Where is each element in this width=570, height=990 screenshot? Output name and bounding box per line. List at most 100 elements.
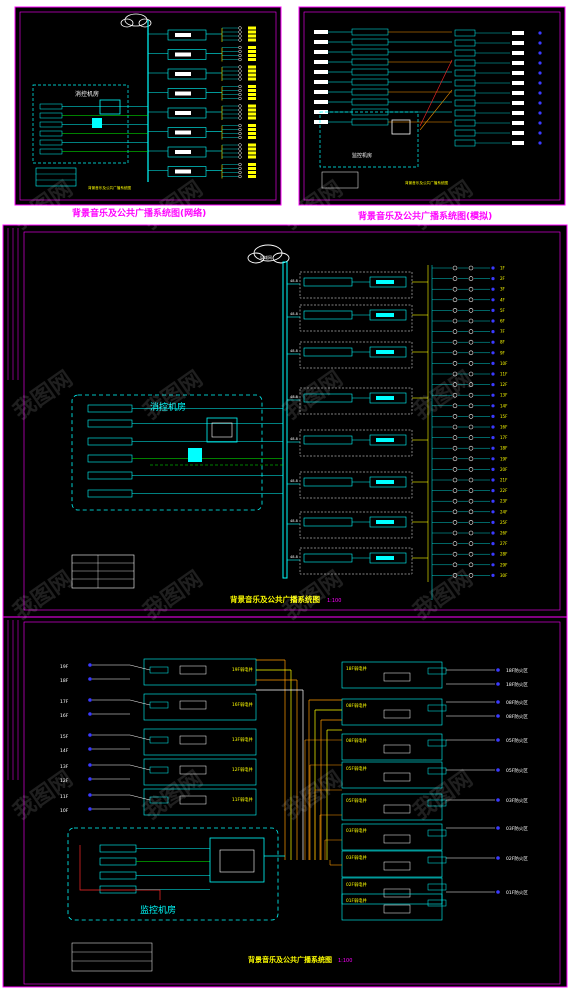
- amplifier-box: [167, 127, 207, 138]
- speaker-icon: [452, 530, 458, 536]
- speaker-icon: [238, 96, 242, 101]
- speaker-icon: [452, 477, 458, 483]
- zone-label-block: [512, 71, 524, 75]
- zone-label-block: [248, 136, 256, 139]
- zone-label-block: [248, 58, 256, 61]
- zone-label-block: [248, 26, 256, 30]
- zone-label-block: [512, 41, 524, 45]
- speaker-icon: [468, 456, 474, 462]
- speaker-node-icon: [496, 890, 500, 894]
- zone-label: 30F: [500, 573, 508, 578]
- source-device: [314, 30, 328, 34]
- speaker-icon: [452, 318, 458, 324]
- monitor-room-label: 监控机房: [140, 904, 176, 916]
- speaker-icon: [238, 170, 242, 175]
- speaker-node-icon: [491, 436, 495, 440]
- zone-label: 21F: [500, 478, 508, 483]
- floor-label: 13F: [60, 764, 69, 770]
- speaker-icon: [452, 498, 458, 504]
- device-icon: [175, 91, 191, 96]
- zone-label-block: [248, 104, 256, 108]
- zone-label: 5F: [500, 308, 506, 313]
- zone-label: 20F: [500, 467, 508, 472]
- speaker-icon: [452, 361, 458, 366]
- zone-label-block: [248, 132, 256, 135]
- monitor-screen-icon: [219, 849, 255, 873]
- zone-label: 8F: [500, 340, 506, 345]
- zone-label-block: [512, 111, 524, 115]
- zone-label-block: [248, 30, 256, 34]
- speaker-node-icon: [491, 372, 495, 376]
- speaker-node-icon: [88, 698, 92, 702]
- speaker-node-icon: [538, 121, 542, 125]
- zone-label-block: [248, 155, 256, 159]
- zone-label: 23F: [500, 499, 508, 504]
- speaker-node-icon: [491, 298, 495, 302]
- speaker-icon: [452, 520, 458, 525]
- speaker-node-icon: [496, 798, 500, 802]
- shaft-room-label: 11F弱电井: [232, 796, 254, 803]
- panel1-small-title: 背景音乐及公共广播系统图: [88, 185, 132, 190]
- control-room-box: [71, 394, 263, 511]
- zone-label: 2F: [500, 276, 506, 281]
- speaker-node-icon: [491, 361, 495, 365]
- amplifier-box: [179, 765, 207, 775]
- speaker-icon: [238, 112, 242, 116]
- zone-label-block: [248, 128, 256, 131]
- speaker-icon: [238, 88, 242, 93]
- amplifier-panel: [376, 480, 394, 484]
- panel4-scale: 1:100: [338, 958, 352, 964]
- speaker-node-icon: [496, 768, 500, 772]
- speaker-icon: [238, 34, 242, 38]
- monitor-screen-icon: [391, 119, 411, 135]
- amplifier-box: [383, 709, 411, 719]
- zone-label: 29F: [500, 562, 508, 567]
- server-unit-icon: [92, 118, 102, 128]
- panel3-scale: 1:100: [327, 598, 341, 604]
- amplifier-panel: [376, 520, 394, 524]
- amplifier-box: [167, 107, 207, 119]
- floor-label: 18F防火区: [506, 681, 528, 688]
- floor-rack-box: [143, 728, 257, 756]
- zone-label: 22F: [500, 488, 508, 493]
- zone-label-block: [248, 147, 256, 151]
- speaker-icon: [452, 392, 458, 398]
- floor-rack-box: [143, 693, 257, 721]
- floor-label: 18F: [60, 678, 69, 684]
- zone-label: 1F: [500, 266, 506, 271]
- speaker-icon: [452, 329, 458, 334]
- legend-table: [321, 171, 359, 189]
- speaker-icon: [452, 573, 458, 578]
- zone-label: 17F: [500, 435, 508, 440]
- server-unit-icon: [188, 448, 202, 462]
- floor-rack-box: [341, 850, 443, 878]
- speaker-icon: [452, 456, 458, 462]
- floor-label: 01F防火区: [506, 889, 528, 896]
- speaker-node-icon: [491, 542, 495, 546]
- speaker-icon: [468, 403, 474, 409]
- speaker-node-icon: [491, 351, 495, 355]
- legend-table: [35, 167, 77, 187]
- amplifier-panel: [376, 280, 394, 284]
- zone-label-block: [248, 38, 256, 42]
- control-room-box: [32, 84, 129, 164]
- source-device: [314, 100, 328, 104]
- zone-box: [427, 899, 447, 907]
- speaker-icon: [468, 414, 474, 419]
- amplifier-box: [167, 68, 207, 80]
- monitor-room-box: [319, 111, 419, 168]
- backbone-switch: [282, 261, 288, 579]
- zone-label: 16F: [500, 425, 508, 430]
- speaker-icon: [468, 265, 474, 271]
- amplifier-box: [179, 700, 207, 710]
- speaker-node-icon: [491, 383, 495, 387]
- zone-label: 25F: [500, 520, 508, 525]
- speaker-icon: [468, 551, 474, 557]
- control-room-label: 消控机房: [150, 401, 186, 413]
- speaker-icon: [238, 45, 242, 50]
- speaker-node-icon: [491, 467, 495, 471]
- speaker-node-icon: [496, 826, 500, 830]
- speaker-node-icon: [538, 51, 542, 55]
- speaker-icon: [238, 53, 242, 58]
